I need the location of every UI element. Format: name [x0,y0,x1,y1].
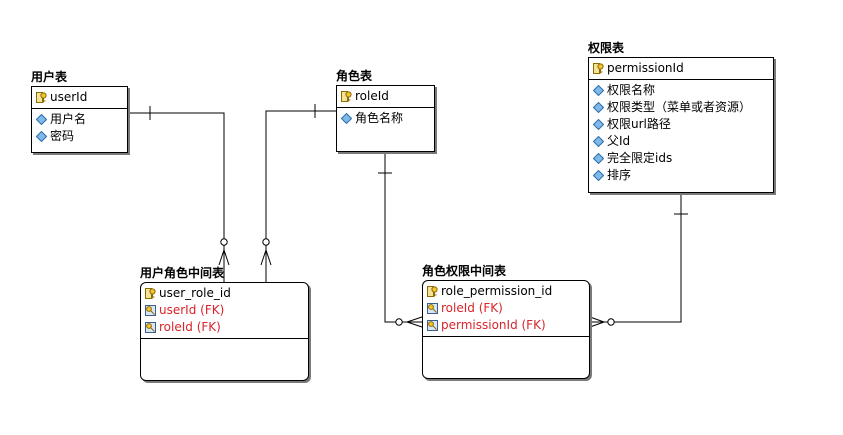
permission-table-title: 权限表 [588,41,625,55]
user-role-table-pk-row: user_role_id [145,285,304,302]
permission-table-attribute-label: 完全限定ids [607,151,673,165]
role-table-attribute-row: 角色名称 [341,110,430,127]
permission-table-pk-label: permissionId [607,61,684,75]
user-table-pk-label: userId [50,90,88,104]
relationship-permission-rolepermission [589,193,688,328]
attribute-diamond-icon [36,114,47,125]
role-table-title: 角色表 [336,69,373,83]
user-table[interactable]: userId 用户名 密码 [31,86,128,153]
permission-table-attribute-row: 权限url路径 [593,116,769,133]
user-role-table-title: 用户角色中间表 [140,266,225,280]
user-role-table-fk-label: roleId (FK) [159,320,221,334]
permission-table-attributes: 权限名称 权限类型（菜单或者资源） 权限url路径 父Id 完全限定ids [589,80,773,186]
user-role-table-pk-section: user_role_id userId (FK) roleId (FK) [141,283,308,339]
permission-table[interactable]: permissionId 权限名称 权限类型（菜单或者资源） 权限url路径 [588,57,774,193]
permission-table-attribute-label: 权限url路径 [607,117,671,131]
attribute-diamond-icon [593,153,604,164]
user-table-attributes: 用户名 密码 [32,109,127,147]
user-role-table[interactable]: user_role_id userId (FK) roleId (FK) [140,282,309,381]
role-permission-table-pk-row: role_permission_id [427,283,585,300]
foreign-key-icon [427,303,438,314]
role-table-attributes: 角色名称 [337,108,434,129]
role-permission-table-fk-row: roleId (FK) [427,300,585,317]
key-icon [593,63,604,74]
user-table-attribute-row: 用户名 [36,111,123,128]
attribute-diamond-icon [36,131,47,142]
user-role-table-fk-row: userId (FK) [145,302,304,319]
role-table-attribute-label: 角色名称 [355,111,404,125]
attribute-diamond-icon [593,119,604,130]
role-permission-table-title: 角色权限中间表 [422,264,507,278]
foreign-key-icon [145,305,156,316]
role-table-pk-section: roleId [337,86,434,108]
permission-table-attribute-row: 父Id [593,133,769,150]
user-table-pk-row: userId [36,89,123,106]
attribute-diamond-icon [593,170,604,181]
permission-table-attribute-label: 权限名称 [607,83,656,97]
role-table[interactable]: roleId 角色名称 [336,85,435,152]
permission-table-pk-section: permissionId [589,58,773,80]
user-table-attribute-label: 用户名 [50,112,87,126]
attribute-diamond-icon [341,113,352,124]
user-role-table-attributes [141,339,308,343]
user-table-attribute-label: 密码 [50,129,75,143]
permission-table-attribute-label: 权限类型（菜单或者资源） [607,100,752,114]
attribute-diamond-icon [593,136,604,147]
role-permission-table-fk-label: roleId (FK) [441,301,503,315]
key-icon [341,91,352,102]
attribute-diamond-icon [593,85,604,96]
permission-table-attribute-row: 权限名称 [593,82,769,99]
role-permission-table[interactable]: role_permission_id roleId (FK) permissio… [422,280,590,379]
permission-table-attribute-row: 权限类型（菜单或者资源） [593,99,769,116]
user-table-pk-section: userId [32,87,127,109]
key-icon [427,286,438,297]
user-table-title: 用户表 [31,70,68,84]
user-role-table-fk-label: userId (FK) [159,303,225,317]
relationship-role-rolepermission [378,152,423,328]
user-role-table-fk-row: roleId (FK) [145,319,304,336]
user-table-attribute-row: 密码 [36,128,123,145]
role-permission-table-pk-section: role_permission_id roleId (FK) permissio… [423,281,589,337]
key-icon [145,288,156,299]
role-table-pk-label: roleId [355,89,389,103]
permission-table-attribute-row: 排序 [593,167,769,184]
role-table-pk-row: roleId [341,88,430,105]
role-permission-table-pk-label: role_permission_id [441,284,553,298]
key-icon [36,92,47,103]
attribute-diamond-icon [593,102,604,113]
permission-table-pk-row: permissionId [593,60,769,77]
permission-table-attribute-label: 父Id [607,134,631,148]
permission-table-attribute-label: 排序 [607,168,632,182]
relationship-role-userrole [260,104,336,283]
permission-table-attribute-row: 完全限定ids [593,150,769,167]
relationship-user-userrole [128,106,230,283]
role-permission-table-attributes [423,337,589,341]
foreign-key-icon [145,322,156,333]
role-permission-table-fk-row: permissionId (FK) [427,317,585,334]
role-permission-table-fk-label: permissionId (FK) [441,318,546,332]
user-role-table-pk-label: user_role_id [159,286,231,300]
foreign-key-icon [427,320,438,331]
